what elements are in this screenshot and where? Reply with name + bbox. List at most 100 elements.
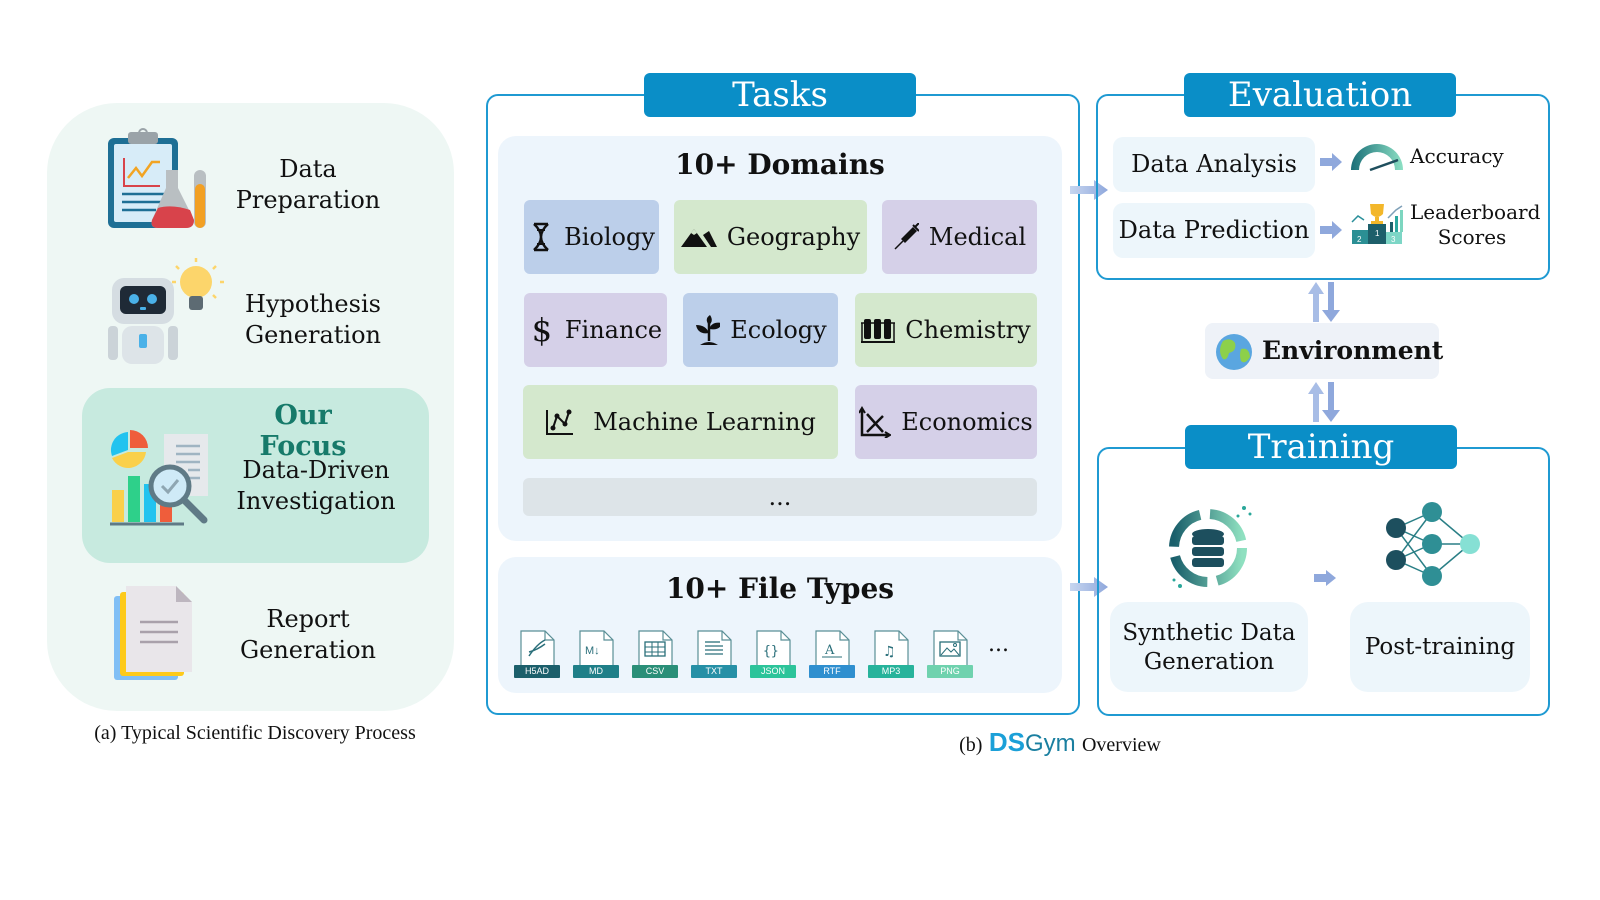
domain-finance[interactable]: $ Finance	[524, 293, 667, 367]
evaluation-title: Evaluation	[1184, 73, 1456, 117]
document-stack-icon	[114, 586, 192, 680]
file-type-label: CSV	[632, 665, 678, 678]
chart-magnifier-icon	[110, 430, 208, 526]
supply-demand-icon	[859, 406, 892, 438]
domain-label: Finance	[564, 316, 663, 344]
arrow-analysis-to-accuracy	[1320, 153, 1342, 171]
svg-text:M↓: M↓	[585, 645, 600, 657]
file-type-txt[interactable]: TXT	[691, 630, 737, 678]
neural-network-icon	[1386, 502, 1480, 586]
our-focus-box	[82, 388, 429, 563]
text-file-icon	[697, 630, 732, 669]
data-analysis-box: Data Analysis	[1113, 137, 1315, 192]
accuracy-label: Accuracy	[1410, 144, 1504, 168]
file-type-md[interactable]: M↓ MD	[573, 630, 619, 678]
caption-a: (a) Typical Scientific Discovery Process	[94, 722, 416, 744]
podium-trophy-icon: 2 1 3	[1351, 204, 1403, 244]
step-label-line2: Preparation	[235, 186, 381, 214]
domain-geography[interactable]: Geography	[674, 200, 867, 274]
braces-file-icon: {}	[756, 630, 791, 669]
file-type-label: H5AD	[514, 665, 560, 678]
mountain-icon	[680, 222, 717, 252]
domain-label: Ecology	[730, 316, 827, 344]
gauge-icon	[1351, 144, 1403, 172]
synthetic-data-generation-box: Synthetic Data Generation	[1110, 602, 1308, 692]
dsgym-logo-ds: DS	[988, 727, 1025, 757]
dollar-icon: $	[531, 311, 553, 349]
domain-machine-learning[interactable]: Machine Learning	[523, 385, 838, 459]
file-type-label: RTF	[809, 665, 855, 678]
file-type-rtf[interactable]: A RTF	[809, 630, 855, 678]
arrow-tasks-to-evaluation	[1070, 180, 1108, 200]
step-hypothesis-generation: Hypothesis Generation	[228, 289, 398, 351]
domain-label: Chemistry	[905, 316, 1031, 344]
clipboard-flask-icon	[108, 128, 206, 228]
domain-label: Geography	[726, 223, 861, 251]
domain-label: Economics	[901, 408, 1033, 436]
domain-biology[interactable]: Biology	[524, 200, 659, 274]
database-cycle-icon	[1169, 506, 1252, 588]
step-label-line1: Data	[279, 155, 337, 183]
svg-text:2: 2	[1357, 235, 1362, 244]
environment-label: Environment	[1262, 336, 1444, 365]
music-file-icon: ♫	[874, 630, 909, 669]
domain-label: Medical	[928, 223, 1027, 251]
train-label-line2: Generation	[1143, 649, 1275, 675]
image-file-icon	[933, 630, 968, 669]
file-type-csv[interactable]: CSV	[632, 630, 678, 678]
domain-chemistry[interactable]: Chemistry	[855, 293, 1037, 367]
domain-label: Machine Learning	[593, 408, 816, 436]
step-label-line2: Generation	[239, 636, 377, 664]
dna-file-icon	[520, 630, 555, 669]
our-focus-title: Our Focus	[259, 400, 347, 462]
svg-text:A: A	[824, 643, 835, 658]
arrow-environment-training	[1308, 382, 1340, 422]
svg-text:{}: {}	[763, 644, 779, 659]
sprout-icon	[694, 315, 721, 345]
step-data-driven-investigation: Data-Driven Investigation	[232, 455, 400, 517]
domain-medical[interactable]: Medical	[882, 200, 1037, 274]
file-type-label: MP3	[868, 665, 914, 678]
post-training-box: Post-training	[1350, 602, 1530, 692]
file-type-label: JSON	[750, 665, 796, 678]
step-data-preparation: Data Preparation	[220, 154, 396, 216]
file-type-mp3[interactable]: ♫ MP3	[868, 630, 914, 678]
file-type-h5ad[interactable]: H5AD	[514, 630, 560, 678]
metric-line2: Scores	[1437, 225, 1507, 249]
markdown-file-icon: M↓	[579, 630, 614, 669]
svg-text:3: 3	[1391, 235, 1396, 244]
domain-more: ...	[523, 478, 1037, 516]
tasks-title: Tasks	[644, 73, 916, 117]
arrow-evaluation-environment	[1308, 282, 1340, 322]
data-prediction-box: Data Prediction	[1113, 203, 1315, 258]
caption-suffix: Overview	[1081, 734, 1161, 756]
table-file-icon	[638, 630, 673, 669]
domain-economics[interactable]: Economics	[855, 385, 1037, 459]
step-label-line2: Investigation	[236, 487, 396, 515]
step-label-line1: Data-Driven	[242, 456, 390, 484]
file-type-png[interactable]: PNG	[927, 630, 973, 678]
line-chart-icon	[545, 407, 575, 437]
robot-lightbulb-icon	[108, 258, 224, 364]
test-tubes-icon	[861, 315, 896, 345]
more-ellipsis: ...	[768, 483, 792, 511]
caption-prefix: (b)	[959, 734, 983, 756]
caption-b: (b) DSGym Overview	[870, 727, 1250, 758]
syringe-icon	[893, 222, 919, 252]
file-type-label: MD	[573, 665, 619, 678]
file-type-label: TXT	[691, 665, 737, 678]
step-label-line1: Report	[266, 605, 350, 633]
step-label-line2: Generation	[244, 321, 382, 349]
font-file-icon: A	[815, 630, 850, 669]
training-title: Training	[1185, 425, 1457, 469]
step-report-generation: Report Generation	[222, 604, 394, 666]
svg-text:♫: ♫	[883, 644, 896, 660]
metric-line1: Leaderboard	[1410, 200, 1541, 224]
arrow-synthetic-to-posttraining	[1314, 570, 1336, 586]
domain-ecology[interactable]: Ecology	[683, 293, 838, 367]
file-type-label: PNG	[927, 665, 973, 678]
file-type-json[interactable]: {} JSON	[750, 630, 796, 678]
svg-text:1: 1	[1375, 229, 1380, 238]
train-label-line1: Synthetic Data	[1122, 620, 1296, 646]
step-label-line1: Hypothesis	[245, 290, 381, 318]
